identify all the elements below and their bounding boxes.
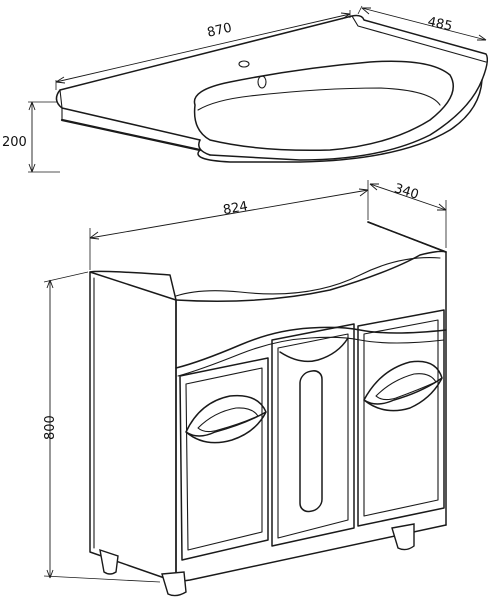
sink-drawing xyxy=(55,14,488,163)
sink-front-edge xyxy=(55,89,201,141)
faucet-hole xyxy=(238,60,250,68)
cabinet-width-dimension: 824 xyxy=(89,180,369,270)
sink-height-dimension: 200 xyxy=(2,101,60,173)
cabinet-drawing xyxy=(89,221,447,597)
cabinet-fascia xyxy=(175,326,447,369)
cabinet-feet xyxy=(99,523,415,597)
left-door-inner xyxy=(185,367,263,551)
cabinet-height-label: 800 xyxy=(43,415,58,440)
foot-left-front xyxy=(161,571,187,597)
center-door-arch xyxy=(279,337,349,363)
foot-right-back xyxy=(391,523,415,551)
sink-back-rim xyxy=(351,15,487,63)
cabinet-sink-seat xyxy=(175,257,441,297)
sink-underside xyxy=(197,79,483,163)
sink-width-dimension: 870 xyxy=(55,10,351,90)
sink-top-outline xyxy=(59,14,488,161)
cabinet-top-curve xyxy=(175,250,447,302)
left-door-ornament-inner xyxy=(197,407,259,433)
cabinet-width-label: 824 xyxy=(222,199,249,218)
sink-bottom xyxy=(60,118,202,152)
sink-bowl xyxy=(193,60,454,152)
center-door xyxy=(271,323,355,547)
cabinet-depth-dimension: 340 xyxy=(369,181,447,248)
right-door-ornament-inner xyxy=(375,373,437,401)
drain-hole xyxy=(257,75,267,89)
cabinet-top-back xyxy=(89,221,447,301)
cabinet-height-dimension: 800 xyxy=(43,271,161,583)
sink-height-label: 200 xyxy=(2,135,27,150)
sink-depth-dimension: 485 xyxy=(357,5,487,41)
sink-bowl-inner xyxy=(197,87,441,111)
cabinet-right-side xyxy=(367,221,447,526)
right-door-ornament xyxy=(363,360,443,412)
center-door-inner xyxy=(277,333,349,539)
right-door xyxy=(357,309,445,527)
foot-left-back xyxy=(99,548,119,575)
cabinet-left-side xyxy=(89,271,177,583)
sink-width-label: 870 xyxy=(206,21,234,41)
left-door-ornament xyxy=(185,394,267,444)
center-door-handle-panel xyxy=(299,370,323,513)
sink-left-thickness xyxy=(59,89,201,151)
cabinet-fascia-lower xyxy=(177,336,445,377)
cabinet-depth-label: 340 xyxy=(392,181,420,203)
right-door-inner xyxy=(363,319,439,517)
sink-depth-label: 485 xyxy=(426,15,453,35)
left-door xyxy=(179,357,269,561)
